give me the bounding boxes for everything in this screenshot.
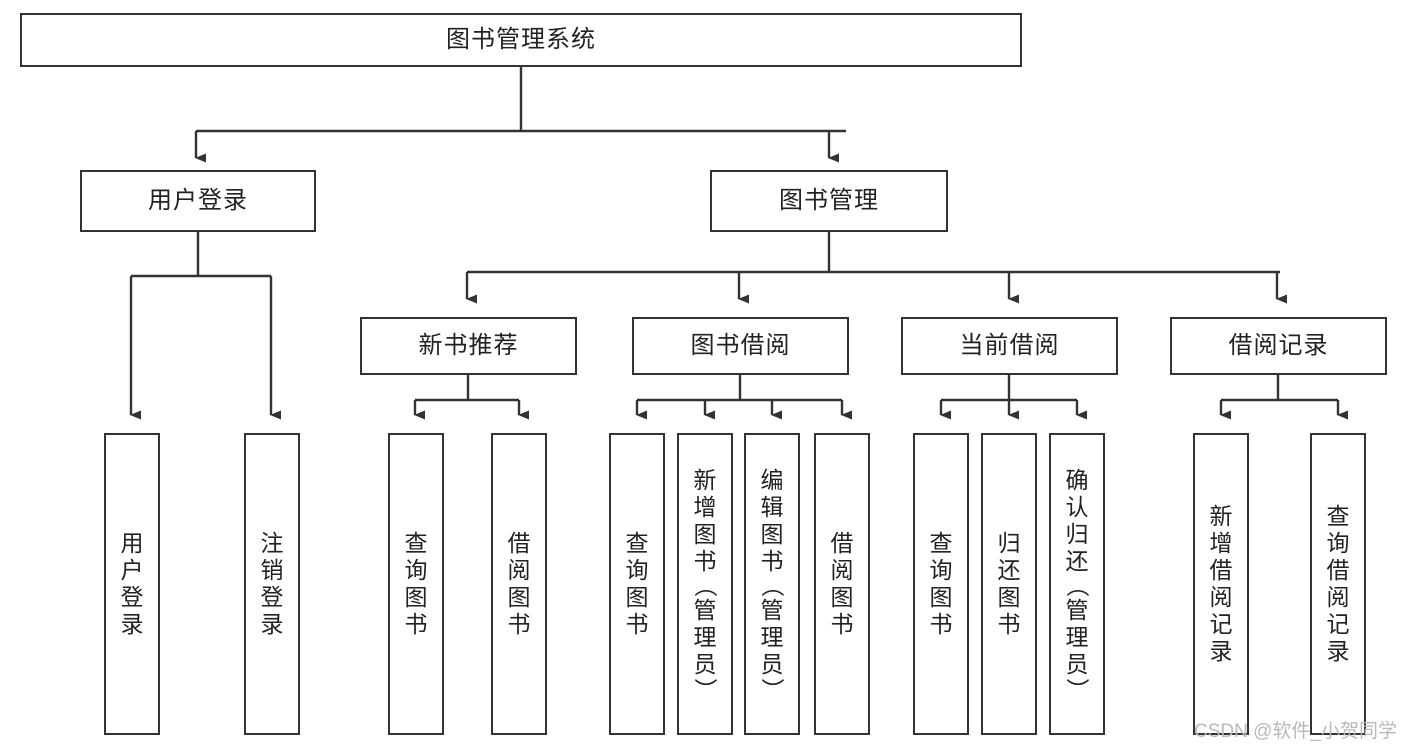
node-label: 确认归还（管理员）: [1064, 466, 1091, 702]
node-label: 借阅图书: [830, 530, 854, 637]
node-current-borrow[interactable]: 当前借阅: [901, 317, 1118, 375]
watermark: CSDN @软件_小贺同学: [1194, 721, 1397, 742]
node-label: 查询借阅记录: [1326, 503, 1350, 664]
node-label: 新增图书（管理员）: [692, 466, 719, 702]
leaf-new-book-query[interactable]: 查询图书: [388, 433, 444, 735]
node-label: 用户登录: [120, 530, 144, 637]
node-book-management[interactable]: 图书管理: [710, 170, 948, 232]
leaf-current-borrow-query[interactable]: 查询图书: [913, 433, 969, 735]
node-label: 注销登录: [260, 530, 284, 637]
node-new-book-recommend[interactable]: 新书推荐: [360, 317, 577, 375]
node-label: 借阅记录: [1228, 331, 1329, 359]
node-label: 新书推荐: [418, 331, 519, 359]
node-label: 当前借阅: [959, 331, 1060, 359]
node-label: 借阅图书: [507, 530, 531, 637]
node-label: 图书借阅: [690, 331, 791, 359]
leaf-book-borrow-edit[interactable]: 编辑图书（管理员）: [744, 433, 800, 735]
leaf-current-borrow-return[interactable]: 归还图书: [981, 433, 1037, 735]
node-label: 图书管理系统: [446, 25, 596, 53]
leaf-borrow-record-query[interactable]: 查询借阅记录: [1310, 433, 1366, 735]
node-label: 查询图书: [404, 530, 428, 637]
node-label: 查询图书: [929, 530, 953, 637]
leaf-new-book-borrow[interactable]: 借阅图书: [491, 433, 547, 735]
node-root-system[interactable]: 图书管理系统: [20, 13, 1022, 67]
node-label: 查询图书: [625, 530, 649, 637]
leaf-book-borrow-add[interactable]: 新增图书（管理员）: [677, 433, 733, 735]
node-user-login[interactable]: 用户登录: [80, 170, 316, 232]
node-label: 图书管理: [779, 186, 879, 214]
node-borrow-records[interactable]: 借阅记录: [1170, 317, 1387, 375]
node-label: 归还图书: [997, 530, 1021, 637]
leaf-user-login-login[interactable]: 用户登录: [104, 433, 160, 735]
leaf-current-borrow-confirm[interactable]: 确认归还（管理员）: [1049, 433, 1105, 735]
leaf-book-borrow-borrow[interactable]: 借阅图书: [814, 433, 870, 735]
node-label: 新增借阅记录: [1209, 503, 1233, 664]
node-label: 编辑图书（管理员）: [759, 466, 786, 702]
node-label: 用户登录: [148, 186, 248, 214]
leaf-user-login-logout[interactable]: 注销登录: [244, 433, 300, 735]
leaf-borrow-record-add[interactable]: 新增借阅记录: [1193, 433, 1249, 735]
leaf-book-borrow-query[interactable]: 查询图书: [609, 433, 665, 735]
node-book-borrow[interactable]: 图书借阅: [632, 317, 849, 375]
